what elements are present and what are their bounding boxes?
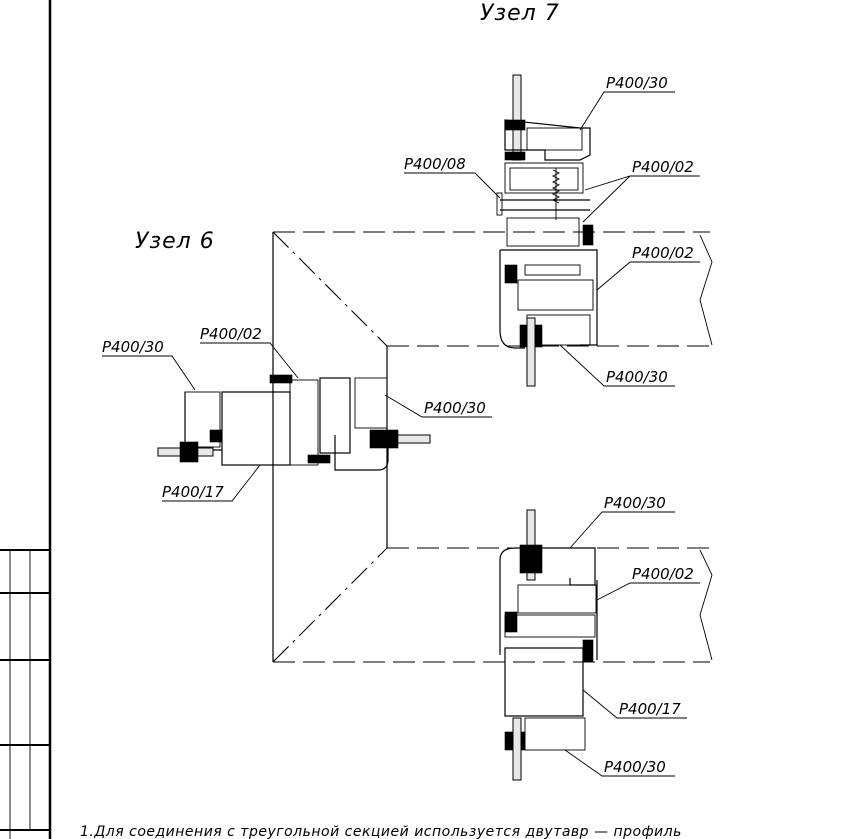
node6-title: Узел 6 (135, 229, 215, 254)
node7-title: Узел 7 (480, 1, 560, 26)
label-bot-p400-30-b: P400/30 (604, 758, 666, 776)
label-top-p400-30-a: P400/30 (606, 74, 668, 92)
node6-assembly (157, 374, 431, 471)
section-outline (272, 231, 713, 663)
label-bot-p400-02: P400/02 (632, 565, 694, 583)
label-left-p400-02: P400/02 (200, 325, 262, 343)
label-left-p400-30: P400/30 (102, 338, 164, 356)
label-top-p400-08: P400/08 (404, 155, 466, 173)
footnote: 1.Для соединения с треугольной секцией и… (80, 824, 682, 839)
label-top-p400-02-a: P400/02 (632, 158, 694, 176)
leader-lines (102, 91, 700, 777)
label-bot-p400-30-a: P400/30 (604, 494, 666, 512)
bottom-assembly (499, 509, 598, 781)
label-left-p400-17: P400/17 (162, 483, 224, 501)
label-top-p400-30-b: P400/30 (606, 368, 668, 386)
label-left-p400-30-right: P400/30 (424, 399, 486, 417)
node7-assembly (496, 74, 598, 387)
label-top-p400-02-b: P400/02 (632, 244, 694, 262)
drawing-frame (0, 0, 52, 839)
label-bot-p400-17: P400/17 (619, 700, 681, 718)
